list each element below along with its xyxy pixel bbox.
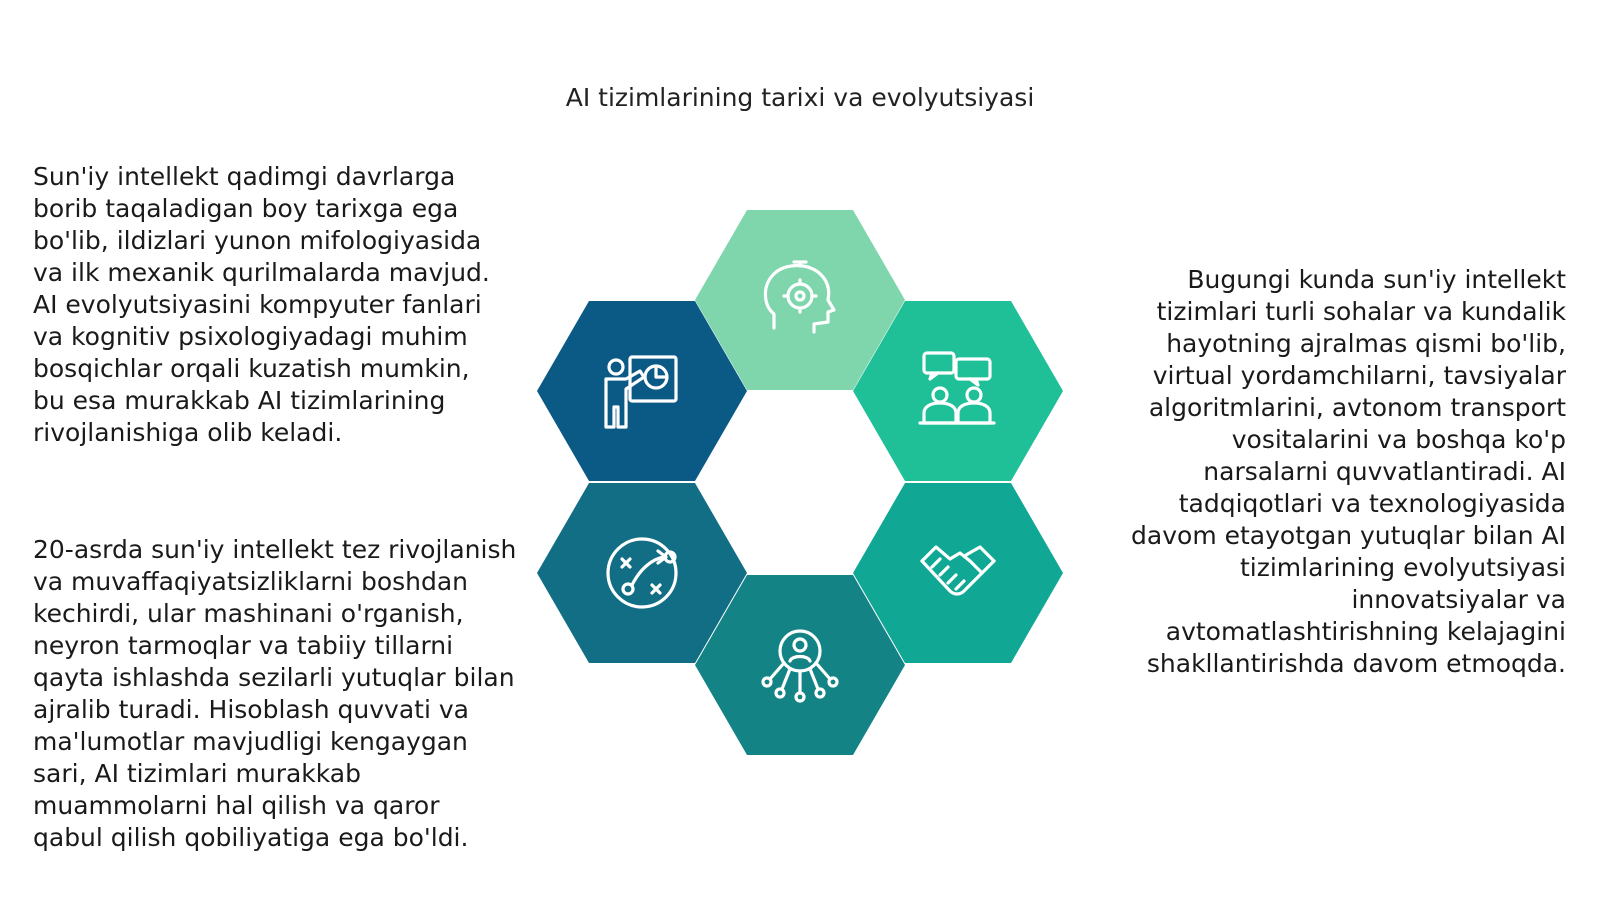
handshake-icon	[920, 545, 996, 596]
people-chat-icon	[918, 351, 996, 425]
strategy-icon	[606, 537, 678, 609]
hexagon-lower-right	[853, 483, 1063, 663]
hexagon-upper-left	[537, 301, 747, 481]
hexagon-bottom	[695, 575, 905, 755]
user-network-icon	[761, 629, 839, 703]
hexagon-upper-right	[853, 301, 1063, 481]
paragraph-history: Sun'iy intellekt qadimgi davrlarga borib…	[33, 162, 490, 447]
paragraph-today: Bugungi kunda sun'iy intellekt tizimlari…	[1131, 265, 1566, 678]
presenter-chart-icon	[604, 355, 678, 429]
hexagon-lower-left	[537, 483, 747, 663]
head-gear-icon	[763, 260, 836, 334]
page-title: AI tizimlarining tarixi va evolyutsiyasi	[565, 83, 1035, 112]
paragraph-20th-century: 20-asrda sun'iy intellekt tez rivojlanis…	[33, 535, 517, 852]
